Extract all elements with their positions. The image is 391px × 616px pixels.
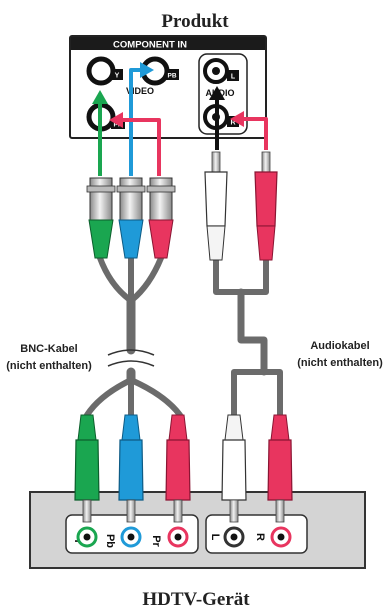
rca-blue-bottom-pin [126,499,136,523]
rca-white-bottom-boot [224,414,244,441]
rca-plugs-bottom [74,414,293,523]
product-audio-l-pin [212,67,220,75]
rca-plug-white-top [204,151,228,261]
rca-plug-red-audio-bottom [267,414,293,523]
rca-plugs-top [204,151,278,261]
hdtv-y-pin [83,533,91,541]
bnc-red-ring [146,185,176,193]
bnc-green-metal [89,177,113,221]
rca-blue-bottom-boot [121,414,141,441]
product-panel: COMPONENT IN Y PB VIDEO PR L AUDIO R [69,35,267,139]
rca-red-audio-bottom-body [267,439,293,501]
rca-white-bottom-body [221,439,247,501]
break-mark-upper [107,349,155,356]
rca-white-top-pin [211,151,221,173]
product-pb-label: PB [167,73,176,80]
bnc-cable-green-bottom [84,377,134,418]
hdtv-pr-pin [174,533,182,541]
rca-blue-bottom-body [118,439,144,501]
bnc-red-boot [148,219,174,259]
panel-header-bar [71,37,265,50]
hdtv-l-text: L [209,534,221,541]
hdtv-pr-label: Pr [150,535,162,547]
hdtv-l-label: L [209,534,221,541]
audio-cable-mid [237,288,268,368]
blue-arrow-head [140,62,154,78]
audio-cable-top [213,257,269,295]
hdtv-l-pin [230,533,238,541]
bnc-red-metal [149,177,173,221]
bnc-connector-red [146,177,176,259]
red-arrow-head [109,112,123,128]
product-y-jack [86,56,116,86]
hdtv-pb-label: Pb [104,534,116,548]
product-r-tag [227,116,239,127]
component-in-label: COMPONENT IN [113,40,187,51]
blue-arrow [129,68,142,176]
bnc-cable-green-top [97,255,133,303]
audio-cable-label: Audiokabel [310,340,369,352]
rca-white-bottom-pin [229,499,239,523]
bnc-connectors-top [86,177,176,259]
pink-arrow [240,117,268,150]
rca-plug-blue-bottom [118,414,144,523]
rca-red-audio-bottom-boot [270,414,290,441]
hdtv-pb-text: Pb [104,534,116,548]
product-l-label: L [231,74,236,81]
bnc-green-boot [88,219,114,259]
product-title: Produkt [161,11,229,32]
rca-green-bottom-pin [82,499,92,523]
rca-red-bottom-pin [173,499,183,523]
bnc-cable-note: (nicht enthalten) [6,360,92,372]
product-l-tag [227,70,239,81]
rca-red-audio-bottom-pin [275,499,285,523]
video-label: VIDEO [126,86,154,96]
rca-red-top-body [254,171,278,227]
hdtv-pb-pin [127,533,135,541]
rca-red-bottom-body [165,439,191,501]
rca-green-bottom-boot [77,414,97,441]
bnc-cable-red-top [129,255,164,303]
rca-red-top-pin [261,151,271,173]
rca-plug-white-bottom [221,414,247,523]
rca-plug-red-bottom [165,414,191,523]
connection-arrows [92,62,268,176]
bnc-cable-label: BNC-Kabel [20,343,77,355]
product-y-label: Y [115,73,120,80]
hdtv-panel: Y Pb Pr L R [29,491,366,569]
audio-cable-note: (nicht enthalten) [297,357,383,369]
pink-arrow-head [230,111,244,127]
bnc-green-ring [86,185,116,193]
bnc-blue-ring [116,185,146,193]
green-arrow-head [92,90,108,104]
rca-green-bottom-body [74,439,100,501]
hdtv-r-pin [277,533,285,541]
cables [84,255,283,418]
product-r-label: R [230,120,235,127]
rca-plug-green-bottom [74,414,100,523]
bnc-blue-boot [118,219,144,259]
black-arrow-head [209,86,225,100]
bnc-connector-blue [116,177,146,259]
red-arrow [120,118,161,176]
hdtv-r-text: R [254,533,266,541]
break-mark-lower [107,360,155,367]
hdtv-pr-text: Pr [150,535,162,547]
audio-subpanel [198,53,248,135]
bnc-connector-green [86,177,116,259]
audio-cable-bottom [231,369,283,418]
product-y-tag [111,69,123,80]
bnc-blue-metal [119,177,143,221]
product-pb-tag [165,69,179,80]
rca-red-top-boot [256,225,276,261]
hdtv-r-label: R [254,533,266,541]
rca-white-top-body [204,171,228,227]
rca-plug-red-top [254,151,278,261]
rca-white-top-boot [206,225,226,261]
bnc-cable-red-bottom [128,377,183,418]
rca-red-bottom-boot [168,414,188,441]
hdtv-title: HDTV-Gerät [142,589,250,610]
cable-break-marks [107,349,155,367]
